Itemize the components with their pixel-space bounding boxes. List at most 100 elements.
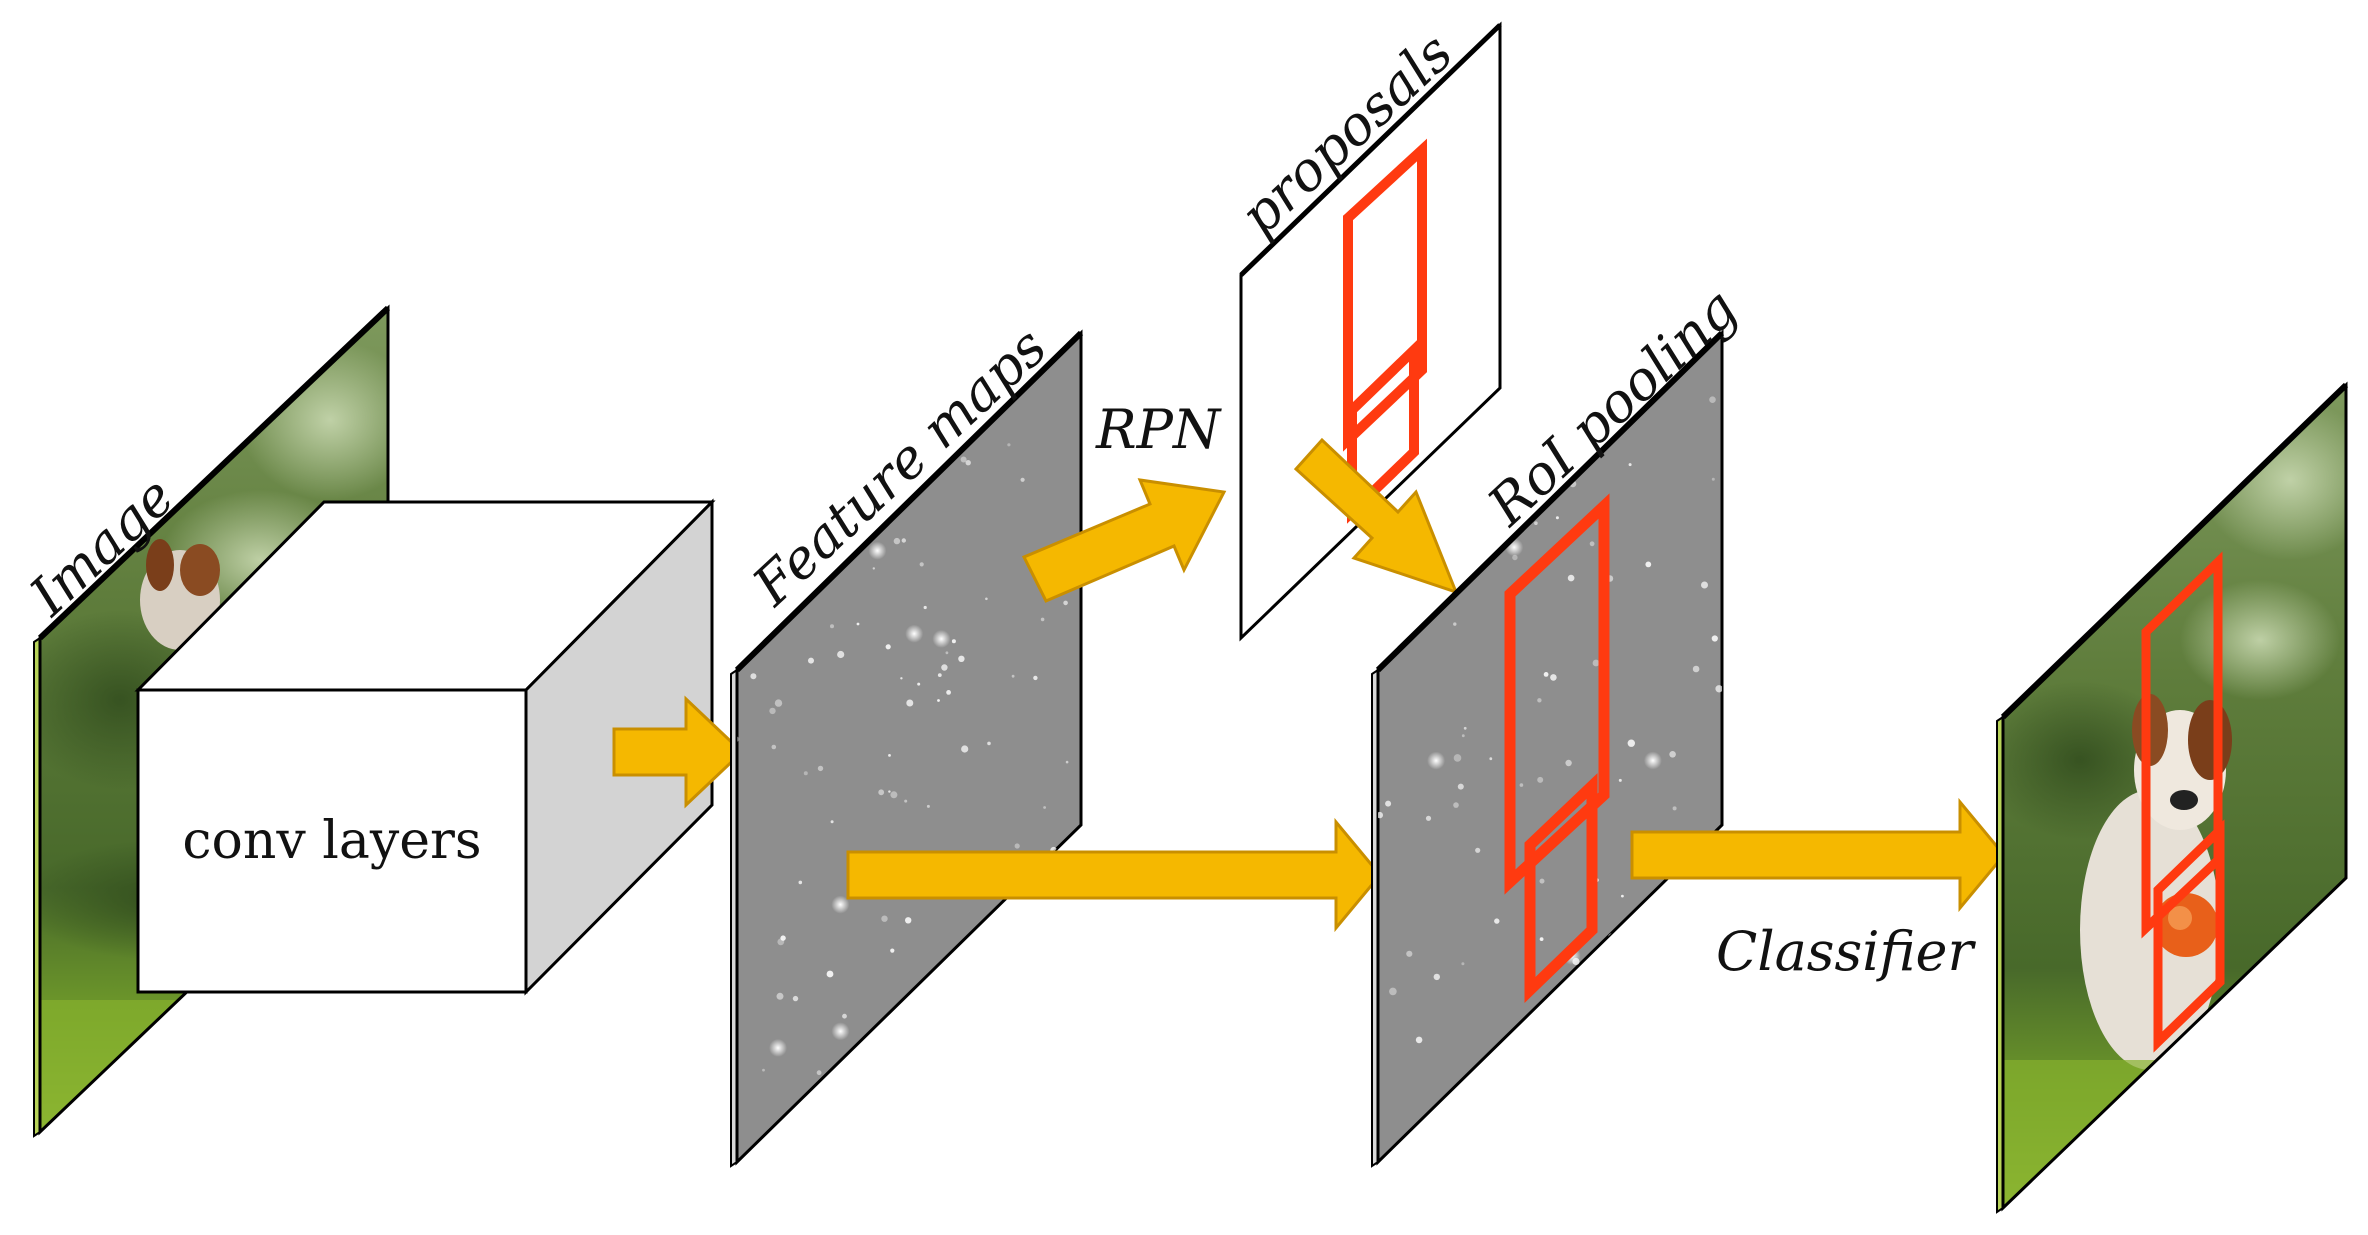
texture-speckle — [863, 1101, 871, 1109]
texture-speckle — [1519, 783, 1524, 787]
texture-speckle — [1538, 1149, 1546, 1157]
texture-speckle — [1475, 847, 1481, 853]
texture-speckle — [941, 664, 948, 671]
texture-speckle — [1560, 1036, 1565, 1041]
texture-speckle — [1555, 516, 1559, 520]
texture-speckle — [1650, 910, 1654, 914]
texture-star — [1427, 751, 1446, 770]
texture-speckle — [958, 655, 965, 662]
texture-speckle — [1425, 815, 1432, 821]
texture-speckle — [906, 699, 914, 707]
arrow-proposals-to-roi — [1293, 437, 1459, 595]
texture-speckle — [1597, 1117, 1601, 1121]
texture-speckle — [1052, 1049, 1059, 1056]
texture-speckle — [1477, 432, 1481, 436]
texture-speckle — [1652, 947, 1660, 955]
texture-speckle — [1539, 878, 1545, 884]
texture-speckle — [961, 745, 969, 753]
texture-speckle — [793, 1155, 798, 1161]
texture-speckle — [1416, 588, 1422, 594]
texture-speckle — [1026, 958, 1032, 964]
texture-speckle — [1669, 751, 1676, 758]
texture-speckle — [776, 992, 784, 1000]
texture-speckle — [1491, 415, 1498, 421]
texture-speckle — [1040, 617, 1045, 622]
texture-speckle — [1701, 581, 1708, 589]
texture-speckle — [1020, 477, 1025, 482]
texture-speckle — [752, 637, 758, 643]
conv-layers-block: conv layers — [134, 498, 716, 996]
texture-speckle — [754, 543, 759, 549]
texture-speckle — [740, 534, 744, 538]
texture-speckle — [798, 880, 803, 885]
conv-layers-label: conv layers — [182, 811, 481, 871]
texture-speckle — [918, 1024, 926, 1032]
texture-speckle — [1065, 997, 1073, 1005]
texture-speckle — [794, 368, 802, 376]
texture-speckle — [774, 699, 783, 707]
texture-speckle — [917, 682, 921, 686]
texture-speckle — [923, 605, 927, 610]
texture-speckle — [1692, 665, 1700, 673]
texture-speckle — [1463, 726, 1467, 730]
rpn-label: RPN — [1095, 398, 1222, 461]
texture-speckle — [1628, 463, 1632, 467]
texture-speckle — [791, 333, 798, 336]
texture-speckle — [1524, 1101, 1528, 1105]
texture-speckle — [1675, 1019, 1681, 1024]
texture-speckle — [1645, 561, 1652, 568]
classifier-label: Classifier — [1716, 920, 1976, 983]
texture-speckle — [1537, 698, 1542, 703]
texture-speckle — [919, 562, 924, 567]
roi-boxes — [1504, 493, 1610, 1003]
texture-speckle — [830, 624, 834, 629]
texture-speckle — [872, 567, 875, 570]
texture-speckle — [837, 650, 845, 659]
texture-speckle — [1453, 802, 1459, 808]
texture-speckle — [946, 690, 951, 695]
texture-speckle — [884, 389, 893, 398]
texture-speckle — [762, 1068, 765, 1072]
texture-speckle — [1456, 534, 1461, 540]
texture-speckle — [1406, 950, 1413, 957]
texture-speckle — [1667, 1073, 1674, 1080]
texture-speckle — [1606, 333, 1610, 335]
texture-speckle — [1627, 739, 1636, 747]
texture-speckle — [771, 744, 777, 750]
texture-speckle — [1379, 612, 1385, 619]
texture-speckle — [1539, 1016, 1546, 1022]
output-image-photo — [2003, 385, 2346, 1208]
texture-speckle — [1537, 776, 1544, 783]
texture-speckle — [905, 371, 909, 376]
texture-speckle — [1534, 521, 1538, 525]
texture-speckle — [881, 915, 888, 922]
texture-speckle — [1453, 754, 1462, 762]
texture-speckle — [1703, 963, 1707, 967]
texture-speckle — [905, 917, 912, 924]
texture-speckle — [1453, 622, 1457, 626]
dog-photo-icon — [140, 539, 220, 650]
texture-speckle — [1033, 675, 1038, 681]
texture-speckle — [1711, 477, 1715, 481]
texture-speckle — [1550, 674, 1557, 681]
texture-speckle — [1567, 574, 1575, 582]
texture-speckle — [1389, 987, 1397, 996]
cube-front-face — [136, 688, 528, 994]
texture-speckle — [1494, 918, 1500, 924]
texture-speckle — [1441, 1137, 1445, 1142]
texture-star — [1648, 939, 1667, 958]
texture-speckle — [1427, 468, 1431, 473]
texture-speckle — [1640, 945, 1647, 952]
texture-speckle — [937, 699, 940, 702]
texture-speckle — [888, 790, 891, 793]
texture-speckle — [904, 799, 908, 803]
texture-speckle — [937, 673, 942, 677]
texture-speckle — [1629, 1111, 1632, 1114]
texture-speckle — [1011, 674, 1015, 678]
texture-speckle — [890, 948, 895, 953]
texture-speckle — [737, 736, 740, 742]
texture-speckle — [1533, 1106, 1539, 1113]
texture-speckle — [1043, 806, 1046, 809]
texture-speckle — [1469, 1108, 1476, 1115]
